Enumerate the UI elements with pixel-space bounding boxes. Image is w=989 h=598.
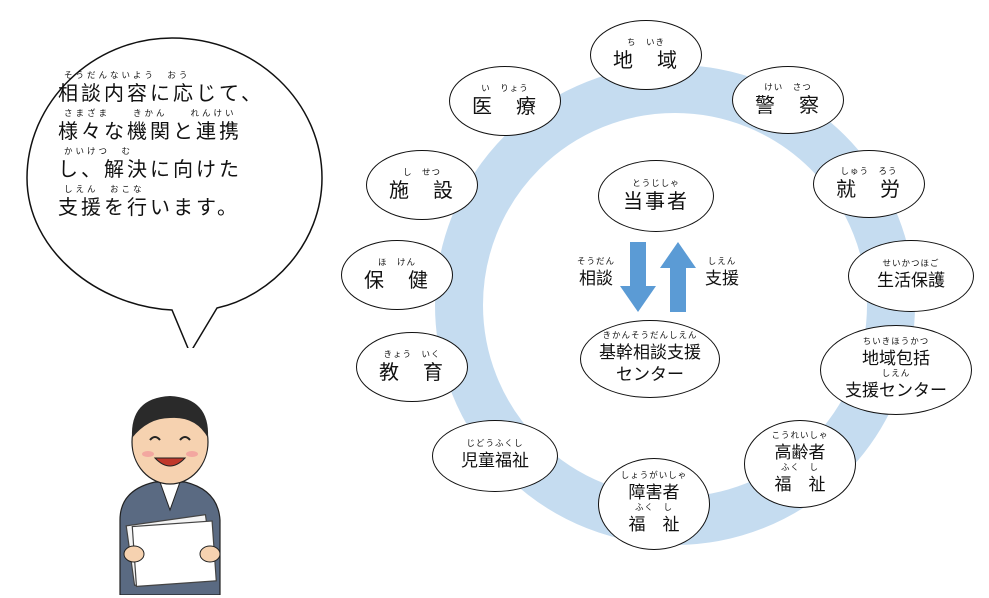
- node-jidou: じどうふくし 児童福祉: [432, 420, 558, 492]
- node-label: 地域包括: [862, 349, 930, 369]
- node-houkatsu: ちいきほうかつ 地域包括 しえん 支援センター: [820, 325, 972, 415]
- node-ruby: ちいきほうかつ: [862, 337, 930, 347]
- consult-label: 相談: [579, 269, 613, 289]
- node-label: 施 設: [389, 178, 455, 202]
- party-label: 当事者: [623, 189, 689, 213]
- hub-line2: センター: [616, 365, 684, 385]
- flow-arrows: [620, 242, 696, 312]
- node-label: 障害者: [628, 483, 680, 503]
- speech-ruby: そうだんないよう おう: [64, 71, 191, 81]
- node-ruby: せいかつほご: [882, 259, 940, 269]
- speech-ruby: しえん おこな: [64, 185, 145, 195]
- party-ruby: とうじしゃ: [632, 179, 680, 189]
- node-ruby: けい さつ: [764, 83, 812, 93]
- node-iryou: い りょう 医 療: [449, 66, 561, 136]
- node-shougaisha: しょうがいしゃ 障害者 ふく し 福 祉: [598, 458, 710, 550]
- speech-line: し、解決に向けた: [58, 157, 242, 181]
- speech-text: そうだんないよう おう相談内容に応じて、 さまざま きかん れんけい様々な機関と…: [58, 72, 308, 224]
- node-label: 生活保護: [877, 271, 945, 291]
- node-ruby: ち いき: [626, 38, 665, 48]
- node-label: 警 察: [755, 93, 821, 117]
- hub-node: きかんそうだんしえん 基幹相談支援 センター: [580, 320, 720, 398]
- node-label: 福 祉: [628, 515, 680, 535]
- node-chiiki: ち いき 地 域: [590, 20, 702, 90]
- node-kyouiku: きょう いく 教 育: [356, 332, 468, 402]
- up-arrow: [660, 242, 696, 312]
- node-label: 医 療: [472, 94, 538, 118]
- speech-bubble: [26, 37, 323, 348]
- node-ruby: しょうがいしゃ: [620, 471, 688, 481]
- node-shisetsu: し せつ 施 設: [366, 150, 478, 220]
- speech-line: 様々な機関と連携: [58, 119, 242, 143]
- consult-ruby: そうだん: [576, 257, 615, 267]
- speech-ruby: かいけつ む: [64, 147, 134, 157]
- node-label: 児童福祉: [461, 451, 529, 471]
- node-ruby: しゅう ろう: [840, 167, 898, 177]
- node-hoken: ほ けん 保 健: [341, 240, 453, 310]
- node-ruby: ほ けん: [377, 258, 416, 268]
- support-label: 支援: [705, 269, 739, 289]
- party-oval: とうじしゃ 当事者: [598, 160, 714, 232]
- node-label: 支援センター: [845, 381, 947, 401]
- node-label: 地 域: [613, 48, 679, 72]
- node-ruby: じどうふくし: [466, 439, 524, 449]
- node-ruby: し せつ: [402, 168, 441, 178]
- node-label: 就 労: [836, 177, 902, 201]
- node-label: 福 祉: [774, 475, 826, 495]
- hub-ruby: きかんそうだんしえん: [602, 331, 698, 341]
- node-shuro: しゅう ろう 就 労: [813, 150, 925, 218]
- node-label: 教 育: [379, 360, 445, 384]
- speech-line: 相談内容に応じて、: [58, 81, 264, 105]
- node-keisatsu: けい さつ 警 察: [732, 66, 844, 134]
- node-ruby: しえん: [881, 369, 911, 379]
- node-ruby: い りょう: [481, 84, 529, 94]
- speech-ruby: さまざま きかん れんけい: [64, 109, 237, 119]
- node-ruby: こうれいしゃ: [771, 431, 829, 441]
- node-koureisha: こうれいしゃ 高齢者 ふく し 福 祉: [744, 420, 856, 508]
- person-illustration: [119, 396, 221, 595]
- node-label: 高齢者: [774, 443, 826, 463]
- center-party: とうじしゃ 当事者: [598, 179, 714, 213]
- node-ruby: きょう いく: [383, 350, 441, 360]
- support-ruby: しえん: [707, 257, 737, 267]
- node-label: 保 健: [364, 268, 430, 292]
- consult-label-block: そうだん 相談: [570, 258, 622, 290]
- hub-line1: 基幹相談支援: [599, 343, 701, 363]
- node-ruby: ふく し: [780, 463, 819, 473]
- node-ruby: ふく し: [634, 503, 673, 513]
- support-label-block: しえん 支援: [696, 258, 748, 290]
- node-seikatsu: せいかつほご 生活保護: [848, 240, 974, 312]
- down-arrow: [620, 242, 656, 312]
- speech-line: 支援を行います。: [58, 195, 240, 219]
